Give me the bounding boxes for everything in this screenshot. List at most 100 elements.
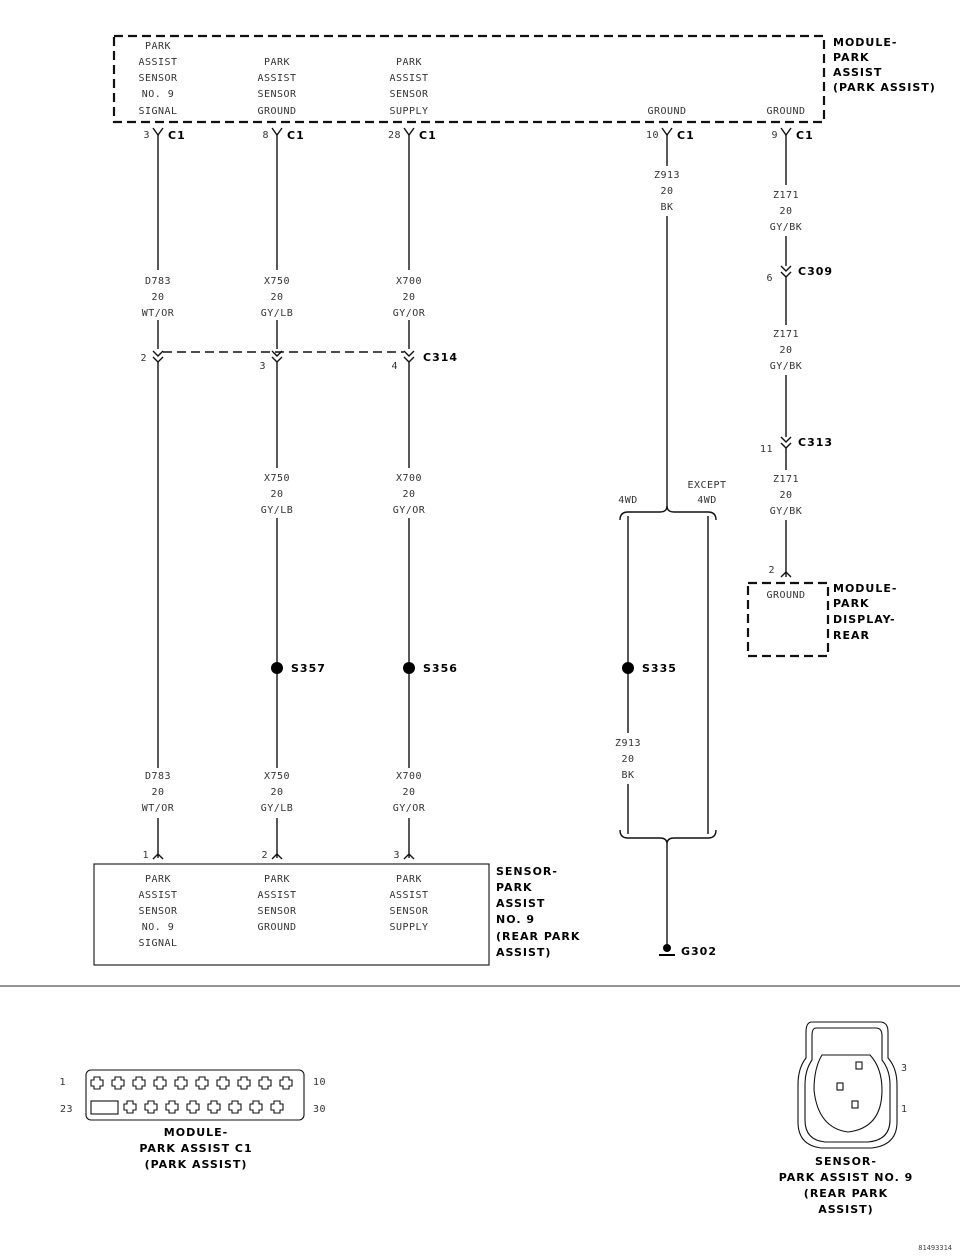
splice-dot bbox=[403, 662, 415, 674]
module-pin-ground-b: GROUND bbox=[766, 106, 805, 117]
wire-x750-gauge: 20 bbox=[270, 292, 283, 303]
wire-z913-gauge: 20 bbox=[621, 754, 634, 765]
c314-pin-symbol bbox=[271, 350, 283, 363]
wire-x700-gauge: 20 bbox=[402, 787, 415, 798]
module-pin-supply-line-3: SENSOR bbox=[389, 89, 429, 100]
c1-label: C1 bbox=[168, 129, 186, 142]
c313-pin: 11 bbox=[760, 444, 773, 455]
sensor-view-pin-label: 1 bbox=[901, 1104, 908, 1115]
connector-terminal-cavity bbox=[195, 1076, 209, 1090]
circuit-x700: X700 20 GY/OR X700 20 GY/OR X700 20 GY/O… bbox=[393, 135, 426, 858]
option-except-label-1: EXCEPT bbox=[687, 480, 726, 491]
sensor-name-1: SENSOR- bbox=[496, 865, 558, 878]
sensor-pin-symbol bbox=[403, 853, 415, 860]
c314-pin: 3 bbox=[259, 361, 266, 372]
wire-z913-code: Z913 bbox=[615, 738, 641, 749]
option-4wd-label: 4WD bbox=[618, 495, 638, 506]
pin-row-bottom bbox=[123, 1100, 284, 1114]
wire-z171-color: GY/BK bbox=[770, 506, 803, 517]
connector-terminal-cavity bbox=[258, 1076, 272, 1090]
sensor-pin-supply-line-3: SENSOR bbox=[389, 906, 429, 917]
sensor-pin-ground-line-2: ASSIST bbox=[257, 890, 296, 901]
connector-terminal-cavity bbox=[111, 1076, 125, 1090]
sensor-pin-signal-line-1: PARK bbox=[145, 874, 171, 885]
sensor-view-pin-label: 3 bbox=[901, 1063, 908, 1074]
module-park-display-box bbox=[746, 581, 830, 658]
c309-label: C309 bbox=[798, 265, 833, 278]
option-split-bracket bbox=[619, 505, 717, 521]
wire-x700-color: GY/OR bbox=[393, 803, 426, 814]
c313-label: C313 bbox=[798, 436, 833, 449]
sensor-pin-cavity bbox=[813, 1054, 883, 1133]
connector-terminal-cavity bbox=[249, 1100, 263, 1114]
wire-z171-color: GY/BK bbox=[770, 361, 803, 372]
sensor-park-assist: 1 2 3 PARK ASSIST SENSOR NO. 9 SIGNAL PA… bbox=[93, 850, 579, 966]
module-park-display-name-3: DISPLAY- bbox=[833, 613, 896, 626]
connector-housing bbox=[85, 1069, 305, 1121]
wire-d783-code: D783 bbox=[145, 771, 171, 782]
module-pin-ground-line-3: SENSOR bbox=[257, 89, 297, 100]
wire-x700-gauge: 20 bbox=[402, 489, 415, 500]
wire-z171-code: Z171 bbox=[773, 190, 799, 201]
c313-pin-symbol bbox=[780, 436, 792, 449]
splice-s357: S357 bbox=[271, 662, 325, 675]
c1-pin-symbol bbox=[403, 127, 415, 137]
c309-pin: 6 bbox=[766, 273, 773, 284]
sensor-name-4: NO. 9 bbox=[496, 913, 535, 926]
c314-pin: 4 bbox=[391, 361, 398, 372]
wire-z171-gauge: 20 bbox=[779, 206, 792, 217]
connector-pin-label: 10 bbox=[313, 1077, 326, 1088]
sensor-pin-terminal bbox=[855, 1061, 863, 1070]
connector-terminal-cavity bbox=[237, 1076, 251, 1090]
circuit-x750: X750 20 GY/LB X750 20 GY/LB X750 20 GY/L… bbox=[261, 135, 294, 858]
option-except-label-2: 4WD bbox=[697, 495, 717, 506]
display-pin-symbol bbox=[780, 571, 792, 578]
sensor-park-assist-box bbox=[93, 863, 490, 966]
wire-z171-color: GY/BK bbox=[770, 222, 803, 233]
display-pin: 2 bbox=[768, 565, 775, 576]
splice-dot bbox=[622, 662, 634, 674]
c1-pin-ground: 8 bbox=[262, 130, 269, 141]
wire-x700-code: X700 bbox=[396, 771, 422, 782]
wire-z171-code: Z171 bbox=[773, 329, 799, 340]
module-pin-supply-line-1: PARK bbox=[396, 57, 422, 68]
connector-pin-label: 30 bbox=[313, 1104, 326, 1115]
sensor-pin-ground-line-4: GROUND bbox=[257, 922, 296, 933]
sensor-pin-supply-line-2: ASSIST bbox=[389, 890, 428, 901]
wire-z171-code: Z171 bbox=[773, 474, 799, 485]
module-pin-signal-line-2: ASSIST bbox=[138, 57, 177, 68]
connector-terminal-cavity bbox=[90, 1076, 104, 1090]
wire-z913-code: Z913 bbox=[654, 170, 680, 181]
wire-x700-code: X700 bbox=[396, 473, 422, 484]
wire-d783-color: WT/OR bbox=[142, 308, 175, 319]
connector-c314: 2 3 4 C314 bbox=[140, 350, 457, 372]
connector-pin-label: 1 bbox=[59, 1077, 66, 1088]
c1-label: C1 bbox=[677, 129, 695, 142]
c1-pin-symbol bbox=[152, 127, 164, 137]
c1-pin-symbol bbox=[780, 127, 792, 137]
ground-g302-label: G302 bbox=[681, 945, 717, 958]
option-join-bracket bbox=[619, 829, 717, 845]
connector-terminal-cavity bbox=[279, 1076, 293, 1090]
wire-z171-gauge: 20 bbox=[779, 490, 792, 501]
module-pin-signal-line-4: NO. 9 bbox=[142, 89, 175, 100]
display-pin-label: GROUND bbox=[766, 590, 805, 601]
c1-pin-ground-a: 10 bbox=[646, 130, 659, 141]
connector-module-title-3: (PARK ASSIST) bbox=[145, 1158, 248, 1171]
connector-terminal-cavity bbox=[270, 1100, 284, 1114]
pin-row-top bbox=[90, 1076, 293, 1090]
sensor-pin-supply-line-1: PARK bbox=[396, 874, 422, 885]
sensor-pin-symbol bbox=[271, 853, 283, 860]
sensor-pin: 2 bbox=[261, 850, 268, 861]
circuit-z913: Z913 20 BK 4WD EXCEPT 4WD S335 Z913 20 B… bbox=[615, 135, 726, 958]
connector-sensor-title-2: PARK ASSIST NO. 9 bbox=[779, 1171, 914, 1184]
splice-dot bbox=[271, 662, 283, 674]
connector-terminal-cavity bbox=[165, 1100, 179, 1114]
sensor-name-6: ASSIST) bbox=[496, 946, 551, 959]
wire-x750-color: GY/LB bbox=[261, 505, 294, 516]
wire-x750-code: X750 bbox=[264, 473, 290, 484]
sensor-pin-signal-line-4: NO. 9 bbox=[142, 922, 175, 933]
connector-c1: 3 8 28 10 9 C1 C1 C1 C1 C1 bbox=[143, 127, 813, 142]
module-park-display-name-4: REAR bbox=[833, 629, 870, 642]
